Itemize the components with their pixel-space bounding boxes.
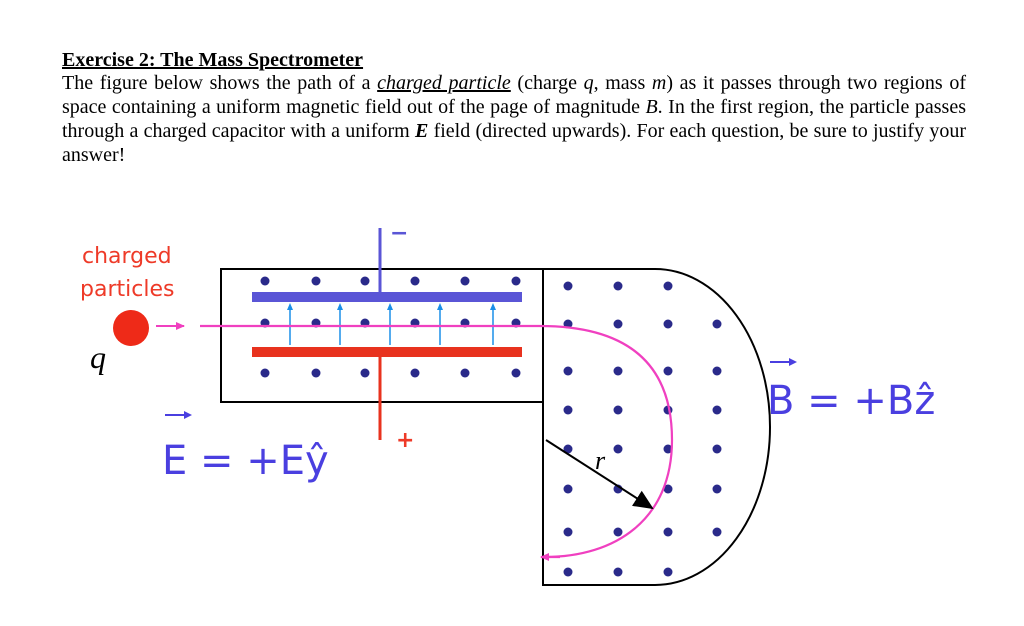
field-dot	[360, 368, 370, 378]
magnetic-field-dots	[260, 276, 722, 577]
field-dot	[563, 405, 573, 415]
field-dot	[712, 319, 722, 329]
field-dot	[663, 319, 673, 329]
e-field-arrowhead	[337, 303, 343, 310]
exercise-title: Exercise 2: The Mass Spectrometer	[62, 49, 364, 71]
charged-particle-link[interactable]: charged particle	[377, 72, 511, 94]
field-dot	[663, 484, 673, 494]
field-dot	[563, 281, 573, 291]
e-field-label: E = +Eŷ	[162, 438, 329, 484]
text-segment: . In the first region, the particle pass…	[62, 96, 966, 142]
field-dot	[712, 444, 722, 454]
field-dot	[511, 368, 521, 378]
top-plate-sign: −	[390, 221, 408, 246]
field-dot	[613, 366, 623, 376]
field-dot	[360, 276, 370, 286]
radius-arrow	[545, 439, 654, 510]
bottom-plate-sign: +	[396, 428, 414, 453]
field-dot	[663, 444, 673, 454]
field-dot	[410, 368, 420, 378]
field-dot	[712, 366, 722, 376]
text-segment: , mass	[593, 72, 652, 94]
charged-particle	[113, 310, 149, 346]
field-dot	[260, 368, 270, 378]
field-dot	[460, 276, 470, 286]
e-field-arrowhead	[437, 303, 443, 310]
b-vector-arrow	[770, 358, 797, 366]
b-field-label: B = +Bẑ	[767, 378, 935, 424]
var-e: E	[414, 120, 429, 142]
particle-path	[200, 324, 674, 559]
field-dot	[613, 567, 623, 577]
field-dot	[563, 444, 573, 454]
e-field-arrowhead	[387, 303, 393, 310]
capacitor-region	[220, 268, 544, 403]
e-field-arrowhead	[490, 303, 496, 310]
charge-symbol: q	[90, 339, 106, 375]
var-q: q	[583, 72, 594, 94]
field-dot	[563, 484, 573, 494]
field-dot	[311, 368, 321, 378]
particle-label-line1: charged	[82, 244, 172, 269]
text-segment: The figure below shows the path of a	[62, 72, 378, 94]
particle-label-line2: particles	[80, 277, 174, 302]
var-b: B	[645, 96, 658, 118]
text-segment: ) as it passes through two regions of sp…	[62, 72, 966, 118]
exercise-text: Exercise 2: The Mass Spectrometer The fi…	[62, 49, 966, 167]
field-dot	[260, 276, 270, 286]
field-dot	[663, 567, 673, 577]
field-dot	[511, 276, 521, 286]
field-dot	[563, 527, 573, 537]
radius-label: r	[595, 446, 606, 475]
text-segment: field (directed upwards). For each quest…	[62, 120, 967, 166]
field-dot	[563, 567, 573, 577]
field-dot	[311, 276, 321, 286]
field-dot	[712, 484, 722, 494]
field-dot	[563, 366, 573, 376]
field-dot	[613, 319, 623, 329]
var-m: m	[651, 72, 667, 94]
field-dot	[663, 527, 673, 537]
field-dot	[712, 405, 722, 415]
exercise-description: The figure below shows the path of a cha…	[62, 71, 966, 167]
magnetic-region	[542, 268, 771, 586]
top-plate	[252, 292, 522, 302]
field-dot	[663, 281, 673, 291]
text-segment: (charge	[510, 72, 584, 94]
field-dot	[613, 405, 623, 415]
field-dot	[613, 527, 623, 537]
field-dot	[613, 281, 623, 291]
field-dot	[712, 527, 722, 537]
field-dot	[410, 276, 420, 286]
e-field-arrowhead	[287, 303, 293, 310]
field-dot	[460, 368, 470, 378]
field-dot	[663, 366, 673, 376]
e-vector-arrow	[165, 411, 192, 419]
field-dot	[613, 444, 623, 454]
bottom-plate	[252, 347, 522, 357]
